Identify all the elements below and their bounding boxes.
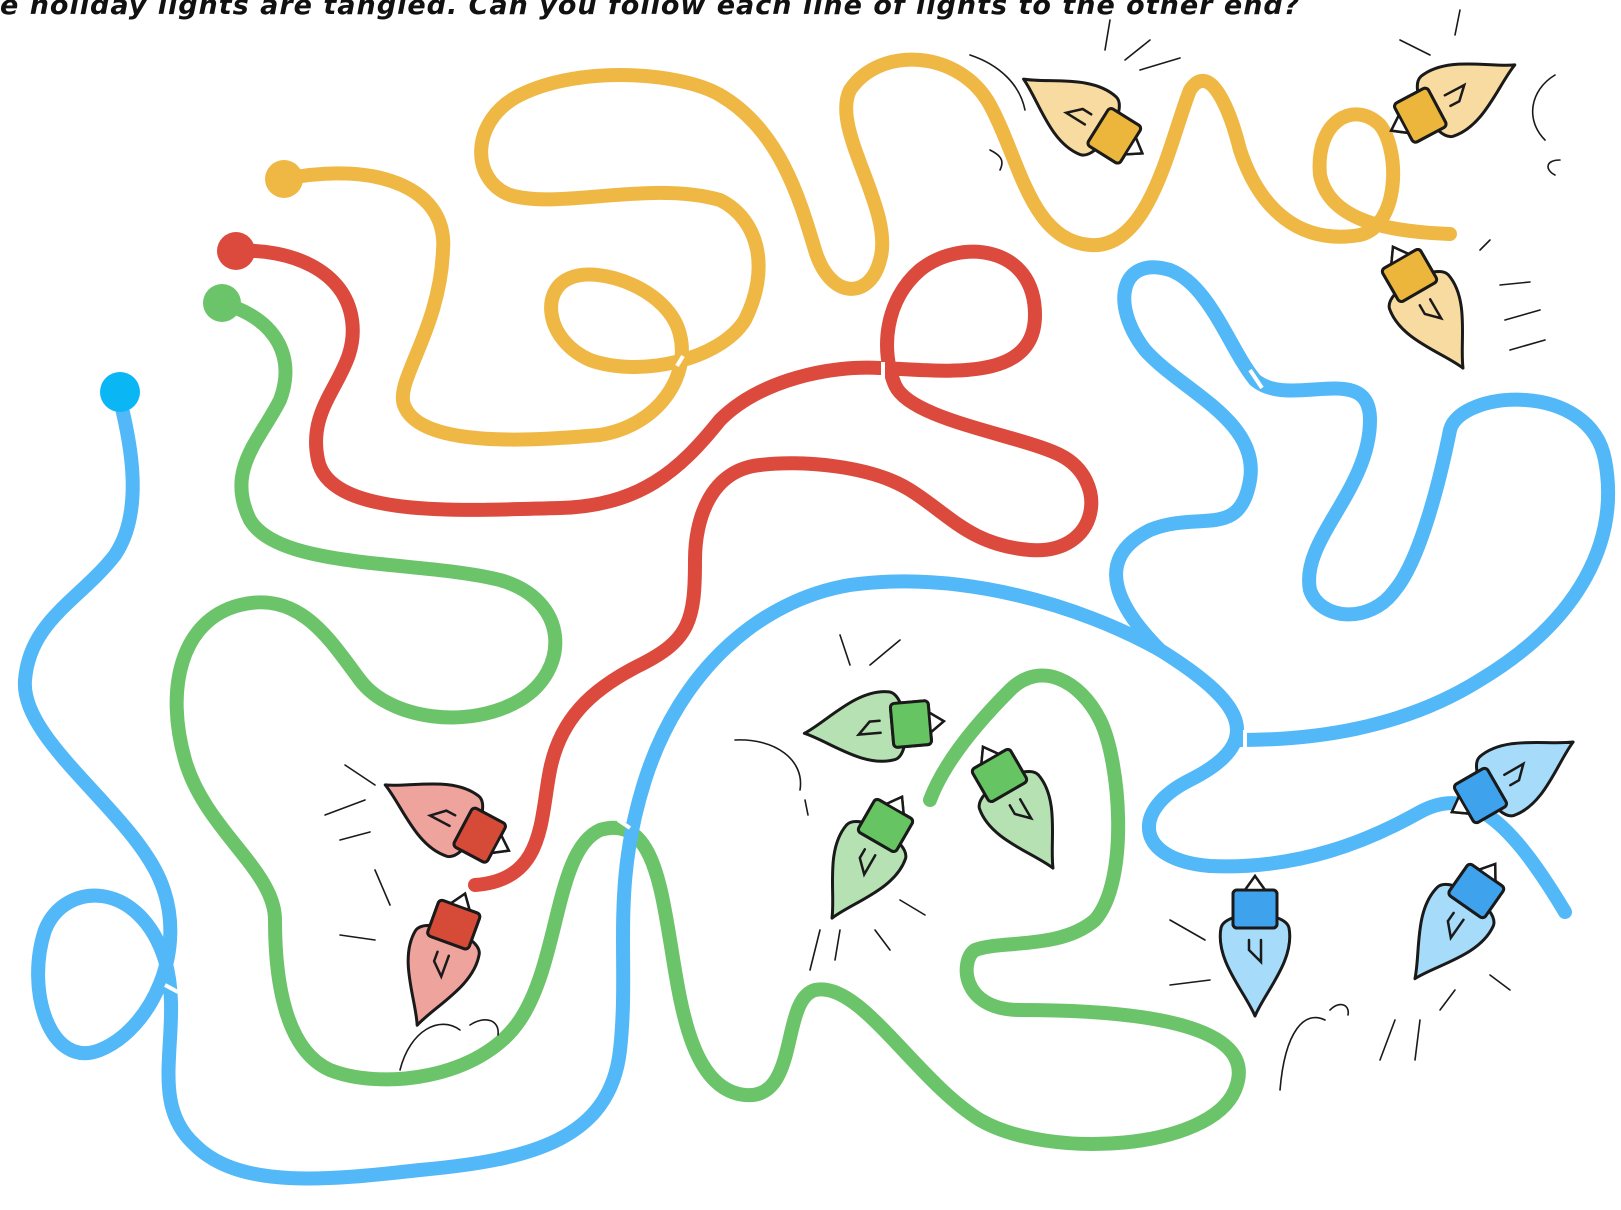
glow-lines bbox=[324, 9, 1561, 1091]
wire-yellow[interactable] bbox=[277, 52, 1457, 447]
start-dot-icon[interactable] bbox=[265, 160, 303, 198]
start-dot-icon[interactable] bbox=[217, 232, 255, 270]
wire-crossing-gap bbox=[616, 818, 632, 830]
wire-blue-loop[interactable] bbox=[1109, 260, 1616, 747]
light-bulb-icon bbox=[800, 778, 934, 938]
light-bulb-icon bbox=[1384, 842, 1526, 1001]
light-bulb-icon bbox=[1361, 228, 1495, 388]
light-bulb-icon bbox=[1218, 873, 1292, 1018]
light-bulb-icon bbox=[367, 752, 527, 883]
wire-crossing-gap bbox=[164, 983, 179, 994]
light-bulb-icon bbox=[382, 880, 500, 1039]
start-dot-icon[interactable] bbox=[203, 284, 241, 322]
wire-green[interactable] bbox=[169, 296, 1246, 1151]
light-bulb-icon bbox=[1433, 710, 1593, 844]
puzzle-instruction: e holiday lights are tangled. Can you fo… bbox=[0, 0, 1301, 21]
wire-crossing-gap bbox=[675, 354, 685, 368]
light-bulb-icon bbox=[799, 685, 949, 770]
wire-crossing-gap bbox=[1248, 368, 1264, 390]
light-bulb-icon bbox=[1373, 32, 1533, 163]
light-bulb-icon bbox=[1003, 48, 1163, 185]
wire-red[interactable] bbox=[229, 243, 1099, 892]
light-bulb-icon bbox=[951, 728, 1085, 888]
start-dot-icon[interactable] bbox=[100, 372, 140, 412]
wire-blue[interactable] bbox=[17, 393, 1572, 1186]
